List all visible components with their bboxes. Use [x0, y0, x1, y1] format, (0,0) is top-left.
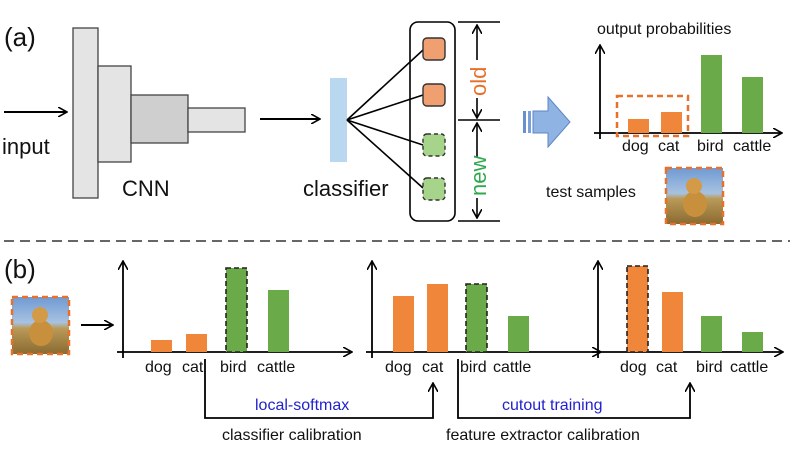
cutout-training-label: cutout training	[502, 397, 603, 414]
tick-label-cattle: cattle	[257, 359, 295, 376]
classifier-label: classifier	[303, 176, 389, 201]
tick-label-dog: dog	[385, 359, 412, 376]
tick-label-dog: dog	[145, 359, 172, 376]
bar-dog	[393, 296, 414, 352]
new-node-bird	[422, 133, 446, 157]
bar-cattle	[742, 332, 763, 352]
tick-label-bird: bird	[696, 359, 723, 376]
test-samples-label: test samples	[546, 184, 636, 201]
input-dog-image	[10, 295, 71, 356]
old-node-dog	[422, 37, 446, 61]
bar-bird	[465, 283, 488, 353]
old-classes-highlight	[615, 94, 690, 138]
classifier-connections	[346, 49, 424, 189]
feature-extractor-calibration-label: feature extractor calibration	[446, 427, 640, 444]
bar-bird	[701, 55, 722, 133]
bar-bird	[701, 316, 722, 352]
tick-label-cattle: cattle	[730, 359, 768, 376]
bar-bird	[225, 267, 248, 353]
tick-label-dog: dog	[620, 359, 647, 376]
tick-label-bird: bird	[697, 138, 724, 155]
bar-dog	[628, 119, 649, 133]
new-node-cattle	[422, 177, 446, 201]
classifier-bar	[330, 78, 347, 162]
test-sample-dog-image	[664, 166, 725, 226]
tick-label-cattle: cattle	[733, 138, 771, 155]
bar-dog	[151, 340, 172, 352]
local-softmax-label: local-softmax	[255, 397, 349, 414]
new-label: new	[466, 156, 491, 196]
tick-label-cat: cat	[182, 359, 204, 376]
old-node-cat	[422, 83, 446, 107]
cnn-block	[72, 27, 246, 199]
classifier-calibration-label: classifier calibration	[222, 427, 362, 444]
old-new-bracket	[458, 21, 500, 222]
bar-cat	[661, 112, 682, 133]
bar-dog	[626, 265, 649, 353]
tick-label-cat: cat	[422, 359, 444, 376]
panel-a-label: (a)	[4, 22, 36, 52]
tick-label-cat: cat	[656, 359, 678, 376]
tick-label-bird: bird	[220, 359, 247, 376]
tick-label-dog: dog	[622, 138, 649, 155]
bar-cattle	[268, 290, 289, 352]
tick-label-bird: bird	[460, 359, 487, 376]
bar-cattle	[742, 77, 763, 133]
bar-cat	[186, 334, 207, 352]
output-title: output probabilities	[597, 21, 731, 38]
output-nodes-frame	[409, 21, 456, 222]
panel-b-label: (b)	[4, 254, 36, 284]
old-label: old	[466, 67, 491, 96]
tick-label-cat: cat	[658, 138, 680, 155]
tick-label-cattle: cattle	[493, 359, 531, 376]
bar-cat	[662, 292, 683, 352]
cnn-label: CNN	[122, 176, 170, 201]
bar-cat	[427, 284, 448, 352]
transition-arrow	[523, 95, 571, 149]
input-label: input	[2, 134, 50, 159]
bar-cattle	[508, 316, 529, 352]
feature-calibration-arrow	[457, 359, 690, 419]
classifier-calibration-arrow	[204, 359, 433, 419]
